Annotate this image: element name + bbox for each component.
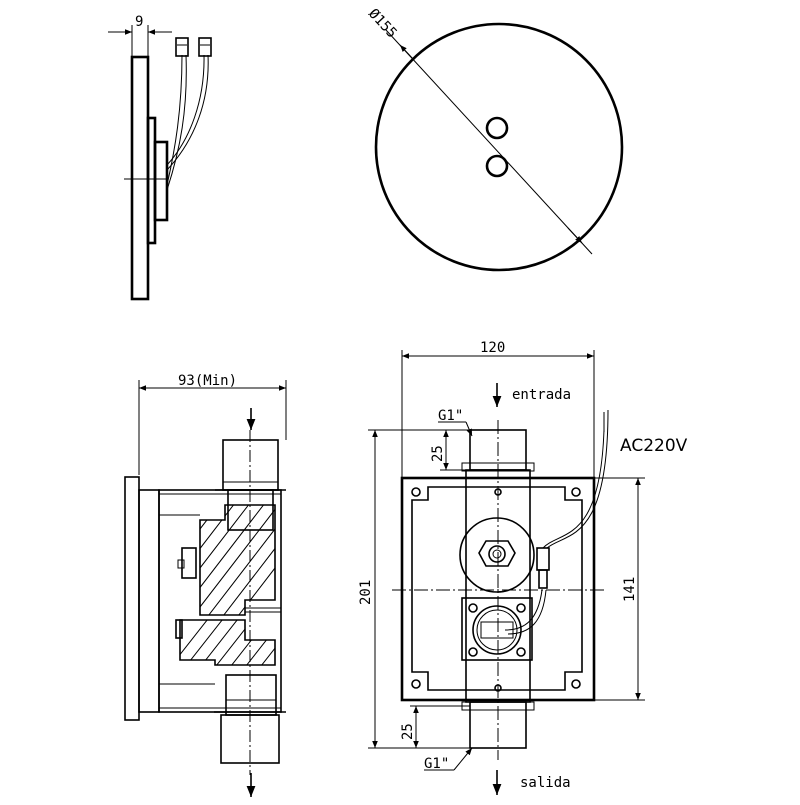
cover-hole-lower (485, 154, 509, 178)
side-view: 9 (108, 14, 212, 301)
side-body (153, 140, 169, 222)
section-wall-plate (124, 476, 140, 721)
mount-hole-bl (411, 679, 421, 689)
side-connector-2 (198, 37, 212, 57)
side-connector-1 (175, 37, 189, 57)
section-view: 93(Min) (124, 373, 287, 797)
section-valve-core-lower (179, 619, 276, 666)
cover-plate (374, 22, 624, 272)
dim-inlet-thread-length: 25 (430, 445, 446, 462)
cover-hole-upper (485, 116, 509, 140)
dim-outlet-thread-length: 25 (400, 723, 416, 740)
side-wire-1 (166, 54, 183, 186)
front-coil-flange (461, 597, 533, 661)
front-hex-nut (478, 540, 516, 567)
label-power: AC220V (620, 436, 688, 456)
side-wire-3 (166, 54, 205, 166)
dim-cover-diameter: Ø155 (365, 6, 400, 42)
front-bonnet (459, 517, 535, 593)
section-coil (181, 547, 197, 579)
front-power-cable (542, 429, 605, 549)
cover-view: Ø155 (365, 6, 624, 272)
side-wire-2 (166, 54, 187, 191)
front-coil (472, 605, 522, 655)
dim-width: 120 (480, 340, 505, 356)
dim-plate-thickness: 9 (135, 14, 143, 30)
side-wire-4 (166, 54, 209, 171)
label-outlet: salida (520, 775, 571, 791)
mount-hole-tl (411, 487, 421, 497)
dim-total-height: 201 (358, 580, 374, 605)
front-power-connector (536, 547, 550, 571)
front-view: entrada salida AC220V 120 201 141 25 25 … (358, 340, 688, 795)
diameter-line (385, 29, 593, 255)
label-outlet-thread: G1" (424, 756, 449, 772)
dim-body-height: 141 (622, 577, 638, 602)
side-plate (130, 55, 150, 301)
front-inner-plate (411, 486, 583, 691)
label-inlet-thread: G1" (438, 408, 463, 424)
mount-hole-tr (571, 487, 581, 497)
label-inlet: entrada (512, 387, 571, 403)
mount-hole-br (571, 679, 581, 689)
section-valve-core-upper (199, 504, 276, 616)
dim-min-depth: 93(Min) (178, 373, 237, 389)
